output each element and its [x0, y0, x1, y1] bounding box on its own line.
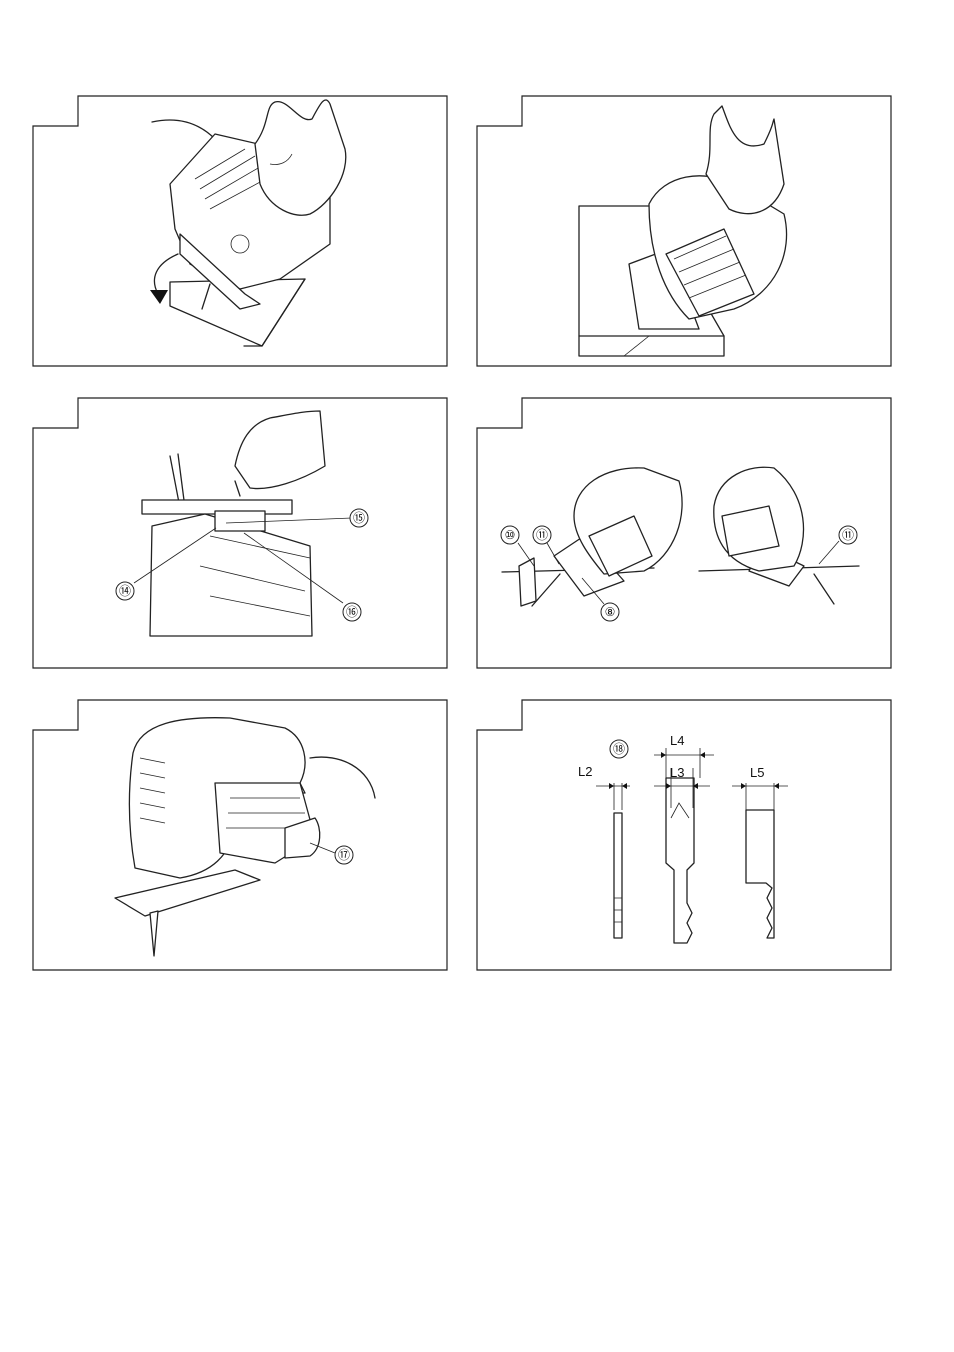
callout-14: ⑭ [116, 582, 134, 600]
figure-panel-1 [30, 94, 450, 369]
figure-3-drawing: ⑮ ⑭ ⑯ [30, 396, 450, 671]
figure-panel-6: ⑱ L2 L4 L3 L5 [474, 698, 894, 973]
figure-panel-2 [474, 94, 894, 369]
callout-18: ⑱ [610, 740, 628, 758]
callout-17: ⑰ [335, 846, 353, 864]
figure-5-drawing: ⑰ [30, 698, 450, 973]
blade-1 [614, 813, 622, 938]
svg-text:⑪: ⑪ [842, 528, 854, 542]
figure-panel-5: ⑰ [30, 698, 450, 973]
svg-text:⑰: ⑰ [338, 848, 350, 862]
svg-text:⑪: ⑪ [536, 528, 548, 542]
callout-11-left: ⑪ [533, 526, 551, 544]
figure-6-drawing: ⑱ L2 L4 L3 L5 [474, 698, 894, 973]
blade-holder [215, 511, 265, 531]
figure-panel-4: ⑩ ⑪ ⑧ ⑪ [474, 396, 894, 671]
figure-2-drawing [474, 94, 894, 369]
callout-8: ⑧ [601, 603, 619, 621]
svg-text:⑩: ⑩ [505, 528, 516, 542]
svg-text:⑯: ⑯ [346, 605, 358, 619]
svg-text:⑱: ⑱ [613, 742, 625, 756]
svg-text:⑭: ⑭ [119, 584, 131, 598]
svg-text:⑮: ⑮ [353, 511, 365, 525]
dim-label-l2: L2 [578, 764, 592, 779]
figure-panel-3: ⑮ ⑭ ⑯ [30, 396, 450, 671]
figure-4-drawing: ⑩ ⑪ ⑧ ⑪ [474, 396, 894, 671]
svg-text:⑧: ⑧ [605, 605, 616, 619]
callout-11-right: ⑪ [839, 526, 857, 544]
callout-15: ⑮ [350, 509, 368, 527]
callout-16: ⑯ [343, 603, 361, 621]
dim-label-l4: L4 [670, 733, 684, 748]
callout-10: ⑩ [501, 526, 519, 544]
dim-label-l3: L3 [670, 765, 684, 780]
dim-label-l5: L5 [750, 765, 764, 780]
figure-1-drawing [30, 94, 450, 369]
